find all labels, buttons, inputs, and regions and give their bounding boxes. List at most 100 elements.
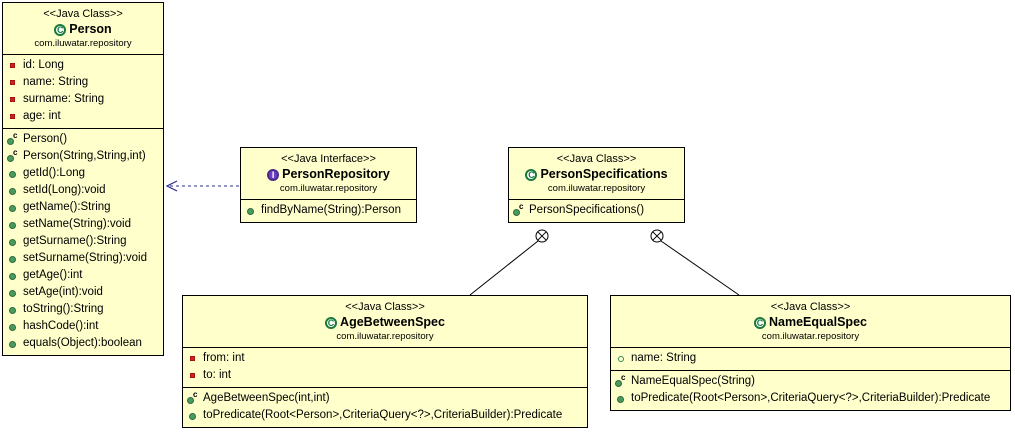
class-header-person-repository: <<Java Interface>> PersonRepository com.… — [241, 148, 416, 200]
public-method-icon — [7, 235, 20, 248]
class-header-person: <<Java Class>> Person com.iluwatar.repos… — [3, 3, 163, 55]
private-field-icon — [7, 110, 20, 123]
class-package: com.iluwatar.repository — [547, 183, 646, 194]
method-row[interactable]: findByName(String):Person — [241, 202, 416, 219]
method-label: Person(String,String,int) — [23, 150, 146, 162]
method-label: setSurname(String):void — [23, 252, 147, 264]
method-label: hashCode():int — [23, 320, 99, 332]
method-label: toPredicate(Root<Person>,CriteriaQuery<?… — [203, 409, 563, 421]
field-row[interactable]: name: String — [3, 74, 163, 91]
method-row[interactable]: getName():String — [3, 199, 163, 216]
constructor-icon — [513, 202, 526, 217]
method-row[interactable]: toString():String — [3, 301, 163, 318]
method-row[interactable]: AgeBetweenSpec(int,int) — [183, 390, 587, 407]
method-row[interactable]: setSurname(String):void — [3, 250, 163, 267]
constructor-icon — [615, 373, 628, 388]
method-label: findByName(String):Person — [261, 204, 401, 216]
class-box-age-between-spec[interactable]: <<Java Class>> AgeBetweenSpec com.iluwat… — [182, 295, 588, 428]
java-class-icon — [54, 23, 67, 36]
public-method-icon — [7, 252, 20, 265]
public-method-icon — [7, 303, 20, 316]
field-label: surname: String — [23, 93, 105, 105]
private-field-icon — [187, 352, 200, 365]
method-label: NameEqualSpec(String) — [631, 375, 756, 387]
method-label: setId(Long):void — [23, 184, 106, 196]
methods-section-person: Person() Person(String,String,int) getId… — [3, 128, 163, 355]
method-row[interactable]: getId():Long — [3, 165, 163, 182]
class-name: NameEqualSpec — [769, 315, 867, 329]
java-interface-icon — [267, 168, 280, 181]
class-box-person-specifications[interactable]: <<Java Class>> PersonSpecifications com.… — [508, 147, 685, 223]
public-method-icon — [7, 218, 20, 231]
public-method-icon — [7, 201, 20, 214]
nesting-person-specifications-to-name-equal-spec — [650, 229, 740, 296]
dependency-person-repository-to-person — [165, 180, 239, 192]
field-row[interactable]: age: int — [3, 108, 163, 125]
class-box-name-equal-spec[interactable]: <<Java Class>> NameEqualSpec com.iluwata… — [610, 295, 1011, 411]
public-method-icon — [615, 392, 628, 405]
methods-section-name-equal-spec: NameEqualSpec(String) toPredicate(Root<P… — [611, 370, 1010, 410]
method-label: getAge():int — [23, 269, 83, 281]
fields-section-name-equal-spec: name: String — [611, 348, 1010, 370]
class-package: com.iluwatar.repository — [34, 38, 132, 49]
package-field-icon — [615, 352, 628, 365]
methods-section-person-specifications: PersonSpecifications() — [509, 200, 684, 222]
method-row[interactable]: equals(Object):boolean — [3, 335, 163, 352]
class-stereotype: <<Java Class>> — [345, 301, 425, 313]
method-row[interactable]: hashCode():int — [3, 318, 163, 335]
class-title-line: PersonSpecifications — [513, 166, 680, 182]
public-method-icon — [7, 320, 20, 333]
private-field-icon — [7, 93, 20, 106]
public-method-icon — [245, 204, 258, 217]
method-row[interactable]: Person(String,String,int) — [3, 148, 163, 165]
method-row[interactable]: Person() — [3, 131, 163, 148]
method-row[interactable]: setName(String):void — [3, 216, 163, 233]
methods-section-person-repository: findByName(String):Person — [241, 200, 416, 222]
field-row[interactable]: surname: String — [3, 91, 163, 108]
method-row[interactable]: setAge(int):void — [3, 284, 163, 301]
public-method-icon — [7, 337, 20, 350]
class-title-line: PersonRepository — [245, 166, 412, 182]
class-header-age-between-spec: <<Java Class>> AgeBetweenSpec com.iluwat… — [183, 296, 587, 348]
class-package: com.iluwatar.repository — [761, 331, 860, 342]
class-stereotype: <<Java Class>> — [556, 153, 637, 165]
class-box-person-repository[interactable]: <<Java Interface>> PersonRepository com.… — [240, 147, 417, 223]
method-row[interactable]: toPredicate(Root<Person>,CriteriaQuery<?… — [183, 407, 587, 424]
public-method-icon — [187, 409, 200, 422]
public-method-icon — [7, 167, 20, 180]
class-name: Person — [69, 22, 112, 36]
public-method-icon — [7, 269, 20, 282]
java-class-icon — [525, 168, 538, 181]
field-row[interactable]: id: Long — [3, 57, 163, 74]
class-name: AgeBetweenSpec — [340, 315, 445, 329]
fields-section-age-between-spec: from: int to: int — [183, 348, 587, 387]
class-package: com.iluwatar.repository — [279, 183, 378, 194]
method-label: equals(Object):boolean — [23, 337, 142, 349]
method-row[interactable]: NameEqualSpec(String) — [611, 373, 1010, 390]
field-row[interactable]: from: int — [183, 350, 587, 367]
method-label: AgeBetweenSpec(int,int) — [203, 392, 330, 404]
class-box-person[interactable]: <<Java Class>> Person com.iluwatar.repos… — [2, 2, 164, 356]
method-row[interactable]: getAge():int — [3, 267, 163, 284]
class-package: com.iluwatar.repository — [336, 331, 434, 342]
method-label: toString():String — [23, 303, 104, 315]
private-field-icon — [187, 369, 200, 382]
field-row[interactable]: name: String — [611, 350, 1010, 367]
method-row[interactable]: toPredicate(Root<Person>,CriteriaQuery<?… — [611, 390, 1010, 407]
java-class-icon — [754, 316, 767, 329]
method-row[interactable]: getSurname():String — [3, 233, 163, 250]
constructor-icon — [187, 390, 200, 405]
method-row[interactable]: PersonSpecifications() — [509, 202, 684, 219]
fields-section-person: id: Long name: String surname: String ag… — [3, 55, 163, 128]
method-label: getName():String — [23, 201, 111, 213]
class-stereotype: <<Java Interface>> — [281, 153, 376, 165]
public-method-icon — [7, 286, 20, 299]
field-row[interactable]: to: int — [183, 367, 587, 384]
method-label: toPredicate(Root<Person>,CriteriaQuery<?… — [631, 392, 991, 404]
method-label: Person() — [23, 133, 68, 145]
method-row[interactable]: setId(Long):void — [3, 182, 163, 199]
method-label: getId():Long — [23, 167, 86, 179]
field-label: name: String — [631, 352, 697, 364]
class-stereotype: <<Java Class>> — [770, 301, 851, 313]
constructor-icon — [7, 131, 20, 146]
